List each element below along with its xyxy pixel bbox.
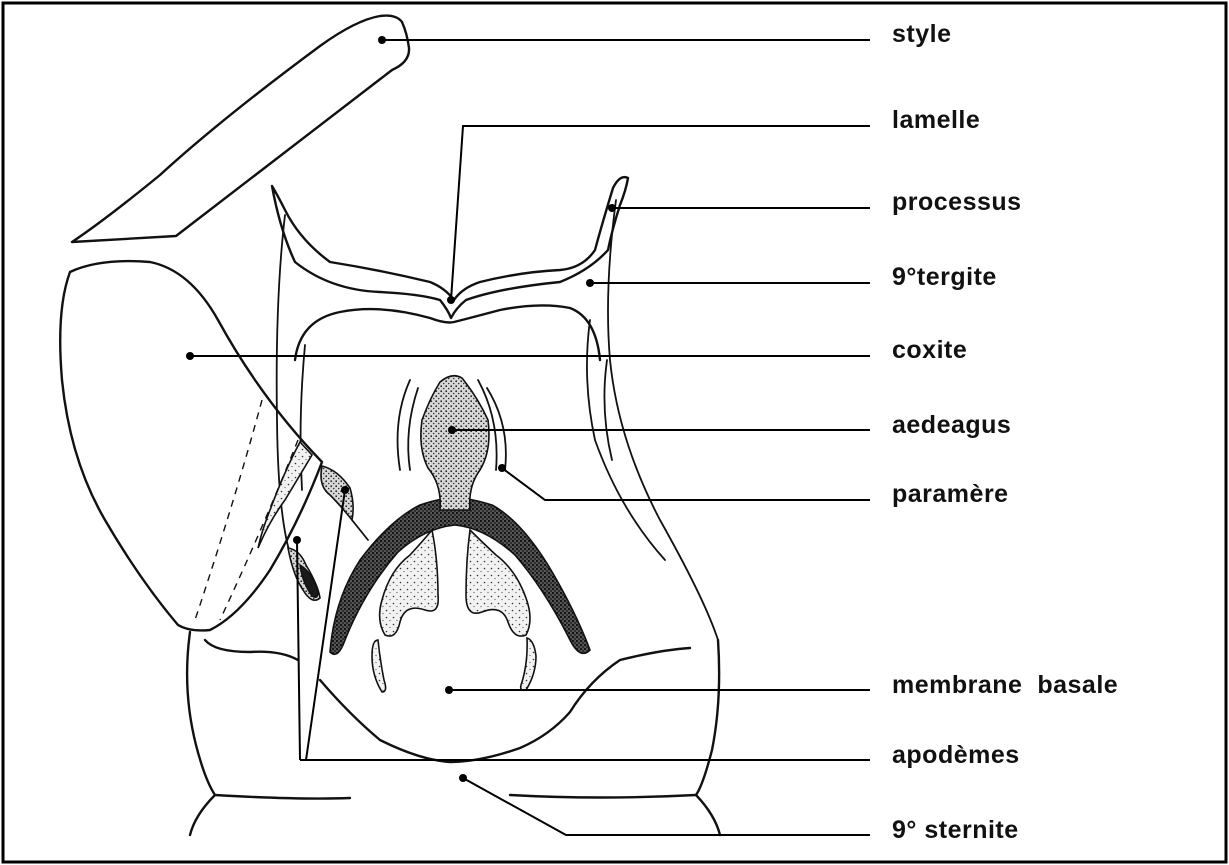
sternite-top-edge [215,795,350,799]
label-apodemes: apodèmes [892,741,1020,769]
sternite-top-edge-right [510,795,696,798]
label-paramere: paramère [892,480,1009,508]
tergite-inner-contour [295,305,600,360]
label-processus: processus [892,188,1022,216]
coxite-dashed-2 [220,440,298,620]
aedeagus-shape [421,376,489,510]
paramere-fork [330,498,590,654]
sternite-right-wall [696,640,719,795]
membrane-left-edge [205,640,298,660]
tergite-right-wall [608,200,718,640]
sternite-left-wall [187,632,215,795]
label-coxite: coxite [892,336,967,364]
apodeme-spine [352,520,368,540]
label-tergite: 9°tergite [892,263,997,291]
aedeagus-right-stem [521,638,536,690]
label-membrane-basale: membrane basale [892,671,1118,699]
sternite-bottom-left [190,795,215,835]
figure-frame [3,3,1226,862]
leader-lines [186,36,870,835]
label-aedeagus: aedeagus [892,411,1011,439]
apodeme-upper [321,466,353,520]
coxite-shape [60,261,322,630]
label-style: style [892,20,951,48]
label-lamelle: lamelle [892,106,980,134]
tergite-right-wall-inner2 [604,360,612,460]
coxite-dashed-1 [195,400,262,620]
style-shape [72,16,409,242]
sternite-bottom-right [696,795,720,835]
paramere-sheath-left2 [408,388,418,470]
aedeagus-left-stem [372,640,386,692]
label-sternite: 9° sternite [892,816,1019,844]
